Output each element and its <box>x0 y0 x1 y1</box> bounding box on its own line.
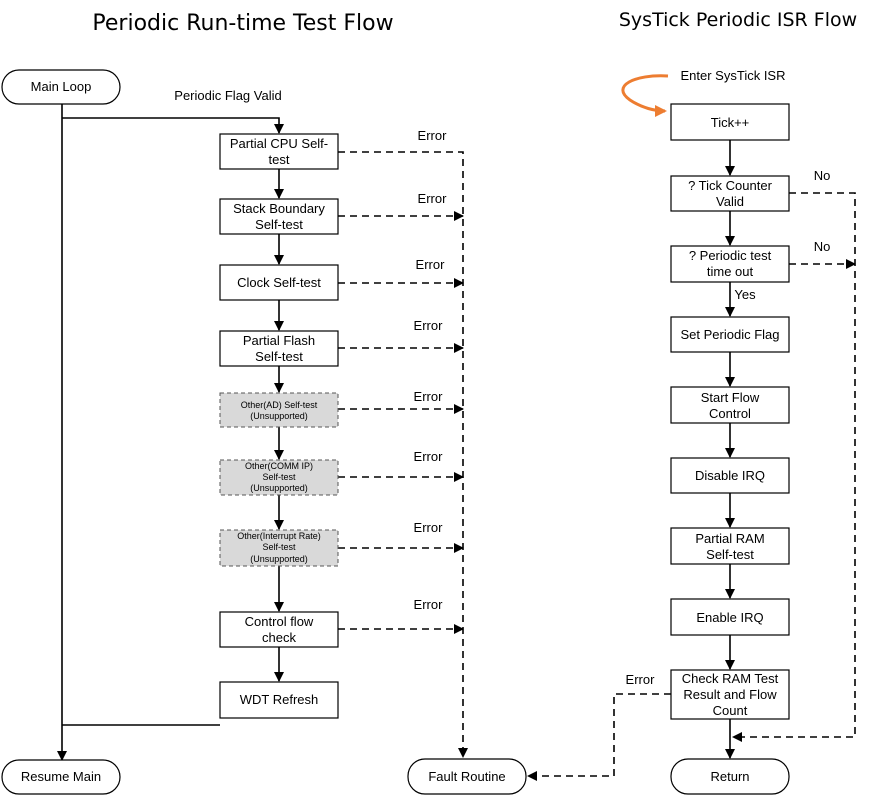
yes-label: Yes <box>734 287 756 302</box>
partial-ram-label-line2: Self-test <box>706 547 754 562</box>
set-periodic-flag-box <box>670 316 790 353</box>
main-loop-label: Main Loop <box>31 79 92 94</box>
wdt-refresh-box <box>219 681 339 719</box>
error-label-flash: Error <box>414 318 444 333</box>
no-label-tick: No <box>814 168 831 183</box>
partial-ram-selftest-box <box>670 527 790 565</box>
disable-irq-label: Disable IRQ <box>695 468 765 483</box>
check-ram-label-line2: Result and Flow <box>683 687 777 702</box>
wdt-refresh-label: WDT Refresh <box>240 692 319 707</box>
enter-isr-arrow <box>621 74 669 117</box>
error-label-cpu: Error <box>418 128 448 143</box>
error-label-control-flow: Error <box>414 597 444 612</box>
fault-routine-node <box>407 758 527 795</box>
start-flow-label-line1: Start Flow <box>701 390 760 405</box>
stack-boundary-label-line2: Self-test <box>255 217 303 232</box>
check-ram-result-box <box>670 669 790 720</box>
partial-ram-label-line1: Partial RAM <box>695 531 764 546</box>
clock-label: Clock Self-test <box>237 275 321 290</box>
other-ad-label-line2: (Unsupported) <box>250 411 308 421</box>
partial-cpu-label-line1: Partial CPU Self- <box>230 136 328 151</box>
error-label-ad: Error <box>414 389 444 404</box>
other-ad-selftest-box <box>219 392 339 428</box>
stack-boundary-label-line1: Stack Boundary <box>233 201 325 216</box>
other-comm-label-line2: Self-test <box>262 472 296 482</box>
clock-selftest-box <box>219 264 339 301</box>
fault-routine-label: Fault Routine <box>428 769 505 784</box>
periodic-flag-valid-label: Periodic Flag Valid <box>174 88 281 103</box>
control-flow-label-line1: Control flow <box>245 614 314 629</box>
tick-counter-label-line1: ? Tick Counter <box>688 178 772 193</box>
return-node <box>670 758 790 795</box>
control-flow-label-line2: check <box>262 630 296 645</box>
partial-cpu-label-line2: test <box>269 152 290 167</box>
error-label-ram: Error <box>626 672 656 687</box>
resume-main-label: Resume Main <box>21 769 101 784</box>
resume-main-node <box>1 759 121 795</box>
return-label: Return <box>710 769 749 784</box>
enter-isr-label: Enter SysTick ISR <box>681 68 786 83</box>
no-label-timeout: No <box>814 239 831 254</box>
check-ram-label-line1: Check RAM Test <box>682 671 779 686</box>
partial-cpu-selftest-box <box>219 133 339 170</box>
control-flow-check-box <box>219 611 339 648</box>
other-comm-selftest-box <box>219 459 339 496</box>
tick-label: Tick++ <box>711 115 750 130</box>
tick-counter-valid-box <box>670 175 790 212</box>
tick-increment-box <box>670 103 790 141</box>
partial-flash-label-line2: Self-test <box>255 349 303 364</box>
other-interrupt-rate-selftest-box <box>219 529 339 567</box>
other-comm-label-line3: (Unsupported) <box>250 483 308 493</box>
enable-irq-label: Enable IRQ <box>696 610 763 625</box>
periodic-timeout-label-line1: ? Periodic test <box>689 248 772 263</box>
other-irq-rate-label-line1: Other(Interrupt Rate) <box>237 531 321 541</box>
check-ram-label-line3: Count <box>713 703 748 718</box>
error-label-irq-rate: Error <box>414 520 444 535</box>
partial-flash-label-line1: Partial Flash <box>243 333 315 348</box>
partial-flash-selftest-box <box>219 330 339 367</box>
error-label-stack: Error <box>418 191 448 206</box>
set-flag-label: Set Periodic Flag <box>681 327 780 342</box>
tick-counter-label-line2: Valid <box>716 194 744 209</box>
left-diagram-title: Periodic Run-time Test Flow <box>92 11 393 36</box>
error-label-clock: Error <box>416 257 446 272</box>
disable-irq-box <box>670 457 790 494</box>
other-irq-rate-label-line2: Self-test <box>262 542 296 552</box>
enable-irq-box <box>670 598 790 636</box>
right-flow: Enter SysTick ISR Tick++ ? Tick Counter … <box>527 68 856 795</box>
start-flow-control-box <box>670 386 790 424</box>
error-label-comm: Error <box>414 449 444 464</box>
periodic-timeout-box <box>670 245 790 283</box>
main-loop-node <box>1 69 121 105</box>
other-ad-label-line1: Other(AD) Self-test <box>241 400 318 410</box>
start-flow-label-line2: Control <box>709 406 751 421</box>
other-comm-label-line1: Other(COMM IP) <box>245 461 313 471</box>
other-irq-rate-label-line3: (Unsupported) <box>250 554 308 564</box>
right-diagram-title: SysTick Periodic ISR Flow <box>619 9 857 31</box>
stack-boundary-selftest-box <box>219 198 339 235</box>
periodic-timeout-label-line2: time out <box>707 264 754 279</box>
left-flow: Main Loop Periodic Flag Valid Partial CP… <box>1 69 527 795</box>
